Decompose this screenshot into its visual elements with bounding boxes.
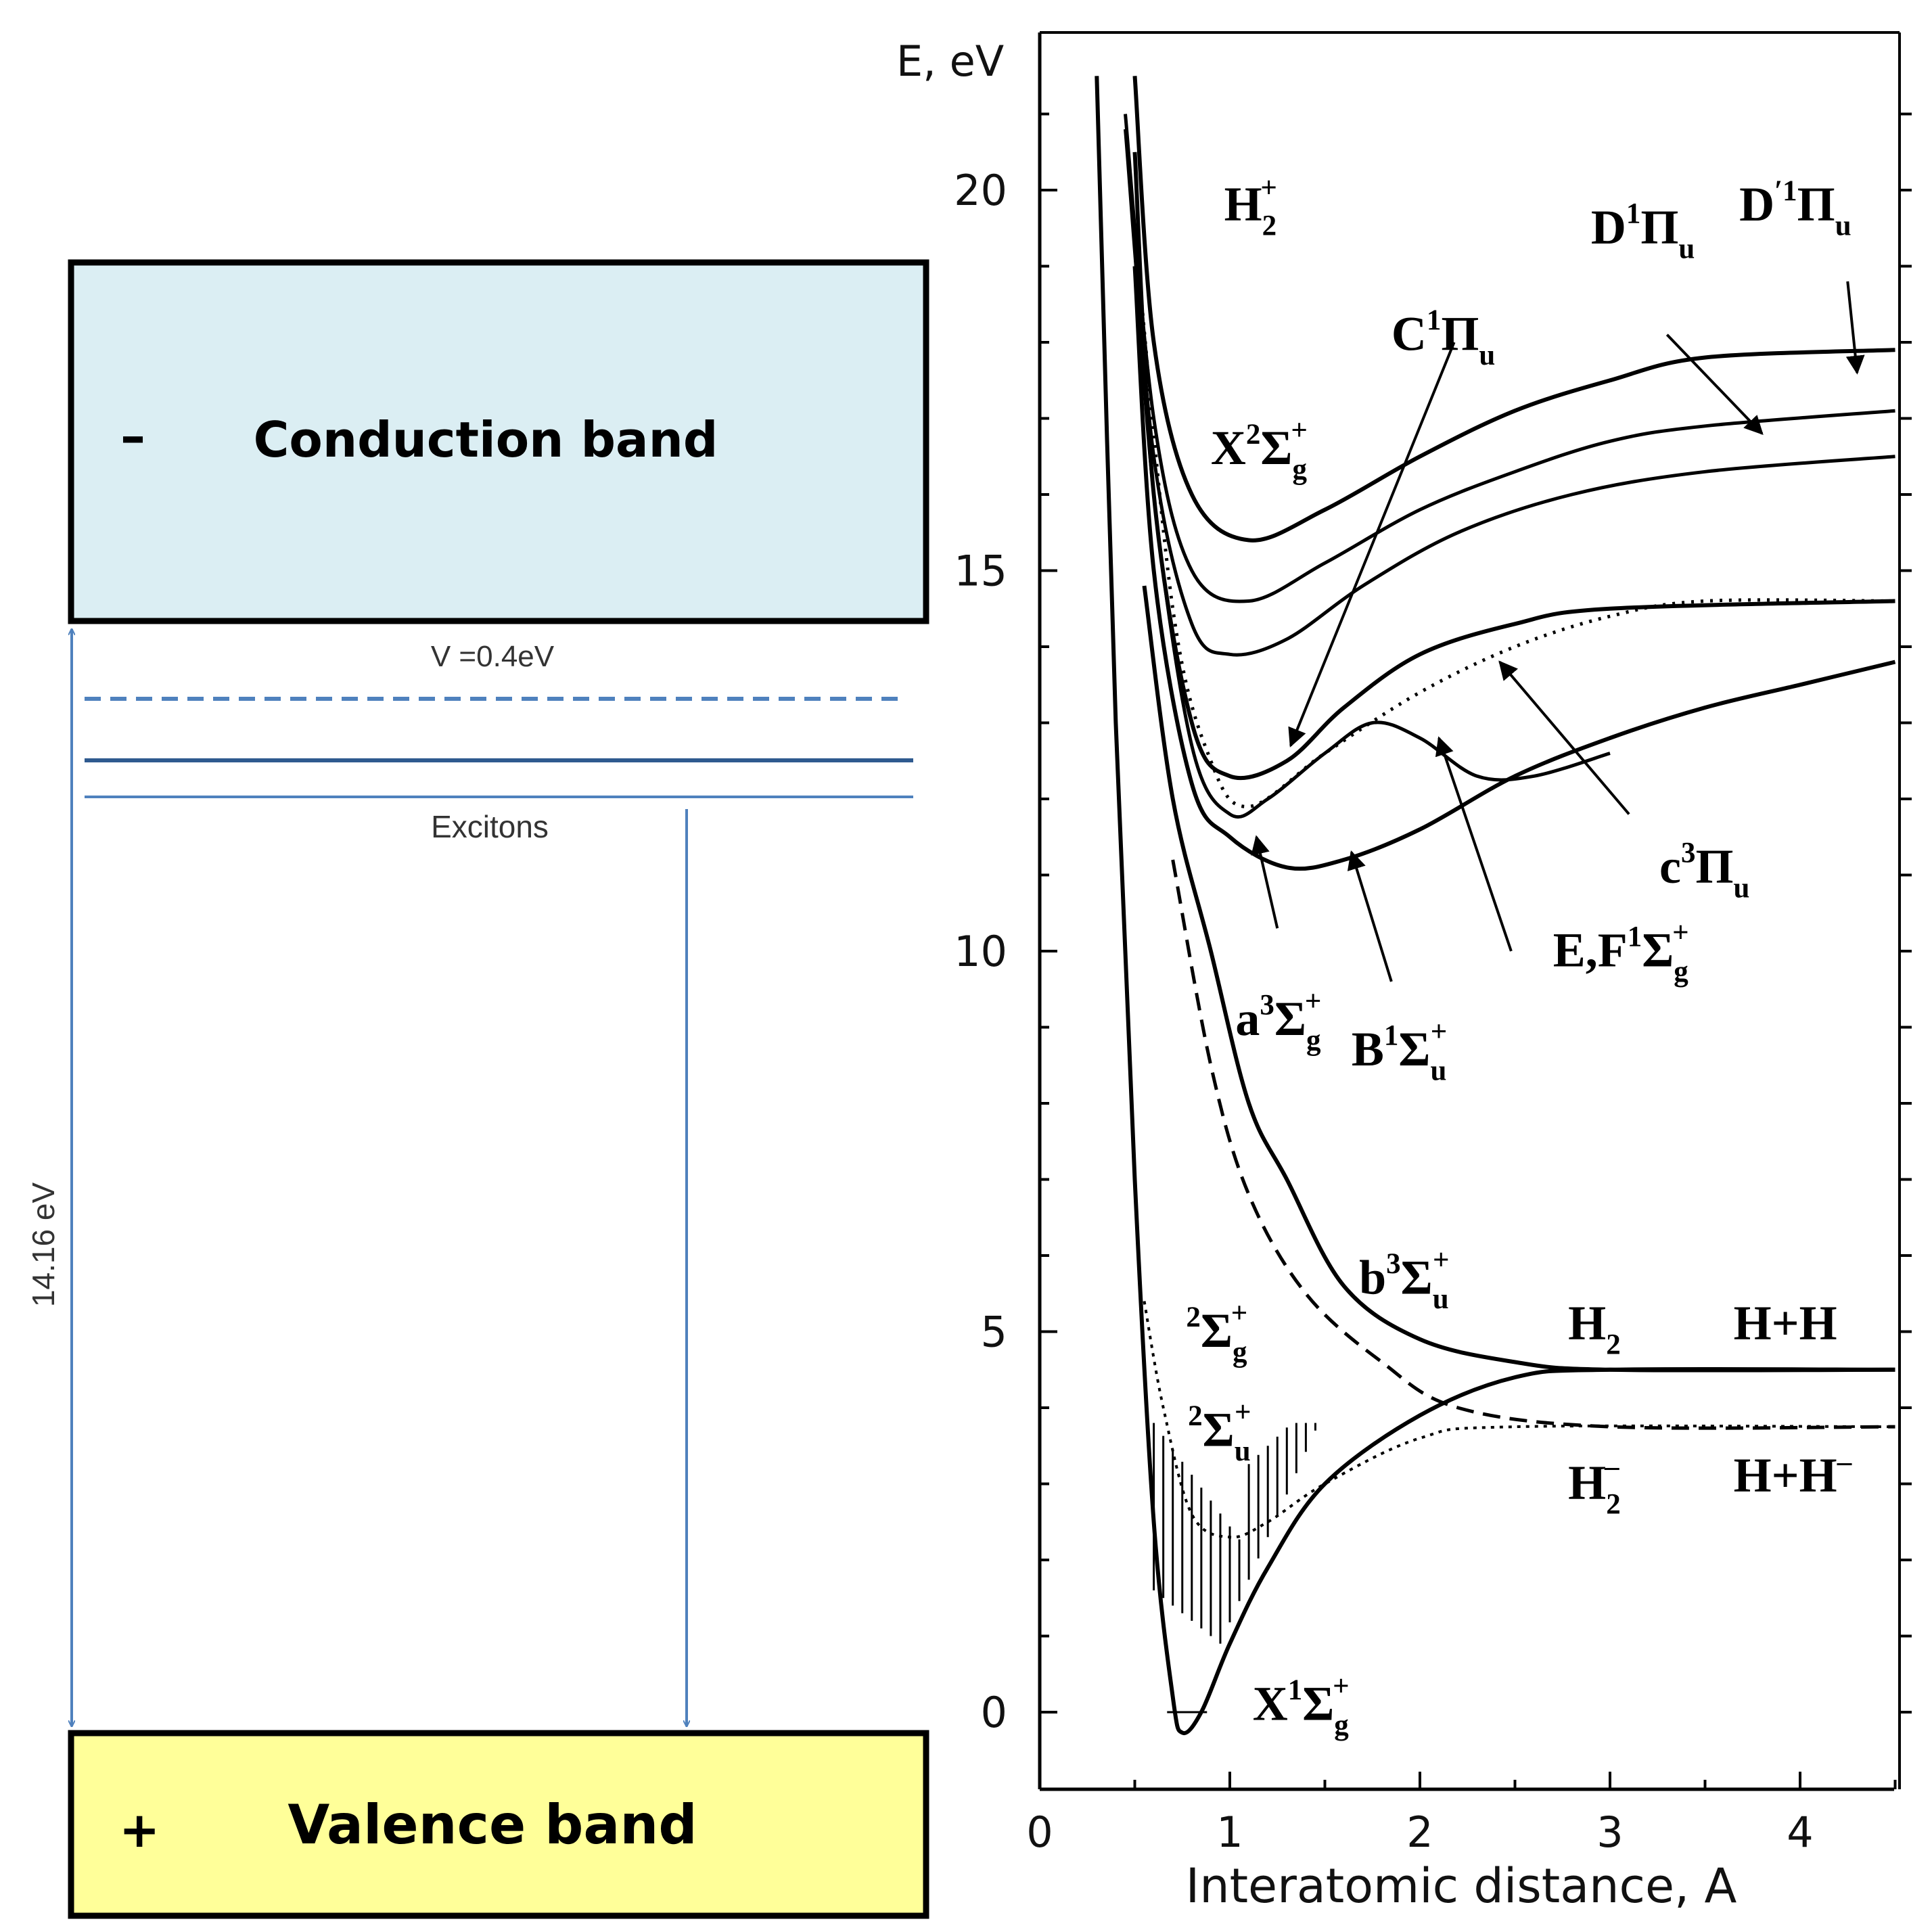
- y-tick-label: 15: [954, 547, 1007, 596]
- state-label-b1su: B1Σu+: [1352, 1016, 1447, 1087]
- state-label-x2sg: X2Σg+: [1211, 415, 1308, 486]
- state-label-s2u: 2Σu+: [1188, 1396, 1251, 1467]
- x-axis-label: Interatomic distance, A: [1186, 1858, 1737, 1914]
- state-label-h2: H2: [1568, 1296, 1621, 1361]
- x-tick-label: 3: [1596, 1808, 1623, 1857]
- chart-extras: [1153, 281, 1865, 1714]
- curve-10: [1132, 76, 1895, 543]
- x-tick-label: 4: [1787, 1808, 1813, 1857]
- conduction-band: [68, 259, 929, 624]
- state-label-c1pu: C1Πu: [1392, 304, 1495, 371]
- pointer-arrow: [1251, 835, 1279, 929]
- pointer-arrow: [1665, 334, 1764, 436]
- curve-2: [1142, 585, 1895, 1373]
- x-tick-label: 2: [1406, 1808, 1433, 1857]
- band-gap-label: 14.16 eV: [26, 1182, 61, 1307]
- valence-band-sign: +: [119, 1801, 160, 1858]
- y-axis-label: E, eV: [896, 37, 1004, 86]
- state-label-hhminus: H+H–: [1734, 1446, 1852, 1502]
- state-label-h2plus: H2+: [1224, 172, 1277, 242]
- y-tick-label: 0: [981, 1688, 1007, 1737]
- state-label-ef1sg: E,F1Σg+: [1553, 917, 1689, 988]
- curve-1: [1095, 76, 1895, 1735]
- y-tick-label: 10: [954, 927, 1007, 976]
- curve-9: [1124, 114, 1895, 603]
- x-tick-label: 1: [1216, 1808, 1243, 1857]
- conduction-band-sign: –: [120, 407, 145, 465]
- state-label-h2minus: H2–: [1568, 1450, 1621, 1520]
- state-label-dp1pu: D′1Πu: [1739, 175, 1852, 242]
- state-labels: H2+ X2Σg+ C1Πu D1Πu D′1Πu c3Πu a3Σg+ B1Σu+ E,F1Σ…: [1186, 172, 1852, 1741]
- pointer-arrow: [1845, 281, 1865, 375]
- axis-tick-labels: 0 5 10 15 20 0 1 2 3 4: [954, 166, 1814, 1857]
- band-diagram: – Conduction band + Valence band V =0.4e…: [26, 259, 929, 1919]
- excitons-label: Excitons: [431, 809, 549, 844]
- potential-label: V =0.4eV: [431, 640, 555, 673]
- pointer-arrow: [1498, 660, 1630, 815]
- conduction-band-label: Conduction band: [254, 411, 718, 468]
- state-label-d1pu: D1Πu: [1591, 198, 1695, 265]
- state-label-s2g: 2Σg+: [1186, 1297, 1247, 1368]
- y-tick-label: 5: [981, 1308, 1007, 1357]
- pointer-arrow: [1347, 850, 1393, 982]
- curve-8: [1124, 129, 1895, 657]
- state-label-hh: H+H: [1734, 1296, 1837, 1350]
- pointer-arrow: [1435, 736, 1513, 952]
- curve-7: [1133, 228, 1895, 808]
- pointer-arrow: [1288, 342, 1456, 748]
- potential-energy-chart: 0 5 10 15 20 0 1 2 3 4 E, eV Interatomic distance…: [896, 31, 1912, 1914]
- axis-ticks: [1038, 112, 1912, 1789]
- state-label-x1sg: X1Σg+: [1253, 1670, 1350, 1741]
- valence-band-label: Valence band: [288, 1793, 697, 1856]
- curve-3: [1171, 859, 1895, 1430]
- state-label-c3pu: c3Πu: [1659, 837, 1749, 904]
- x-tick-label: 0: [1026, 1808, 1053, 1857]
- curve-11: [1143, 1301, 1895, 1539]
- state-label-a3sg: a3Σg+: [1235, 986, 1321, 1057]
- state-label-b3su: b3Σu+: [1359, 1244, 1449, 1315]
- y-tick-label: 20: [954, 166, 1007, 215]
- valence-band: [68, 1730, 929, 1919]
